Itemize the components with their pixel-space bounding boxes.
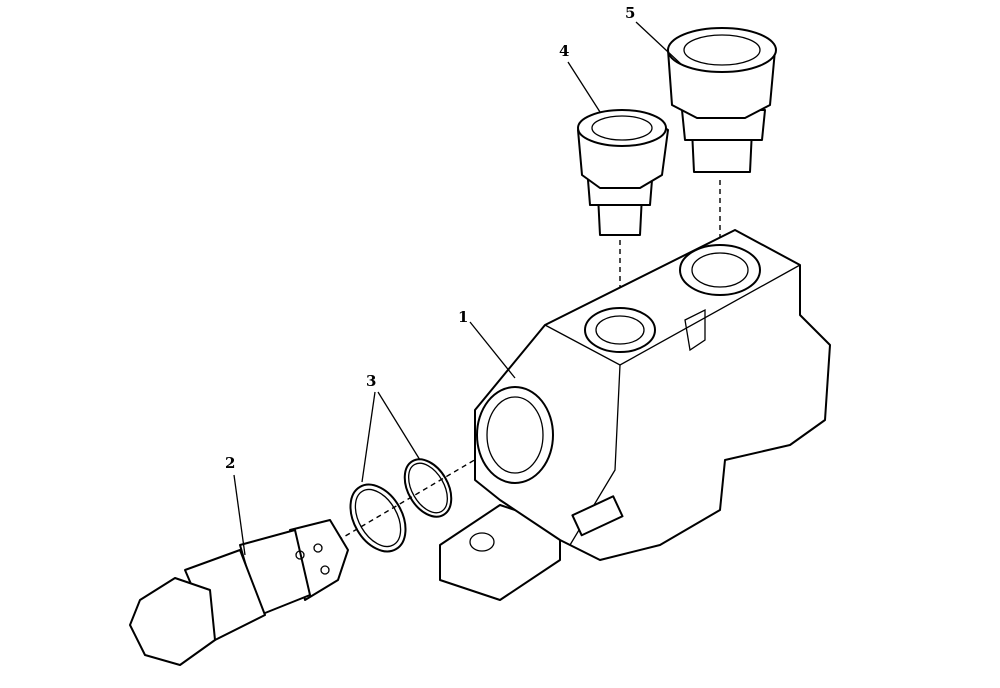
callout-4: 4 <box>559 42 569 60</box>
fitting-part-5 <box>667 27 777 173</box>
relief-cartridge-part-2 <box>129 519 349 666</box>
fitting-part-4 <box>577 109 669 236</box>
callout-1: 1 <box>458 308 468 326</box>
callout-2: 2 <box>225 454 235 472</box>
callout-5: 5 <box>625 4 635 22</box>
callout-3: 3 <box>366 372 376 390</box>
leader-lines <box>233 21 683 556</box>
o-rings-part-3 <box>349 458 453 553</box>
valve-body-part-1 <box>439 229 831 601</box>
